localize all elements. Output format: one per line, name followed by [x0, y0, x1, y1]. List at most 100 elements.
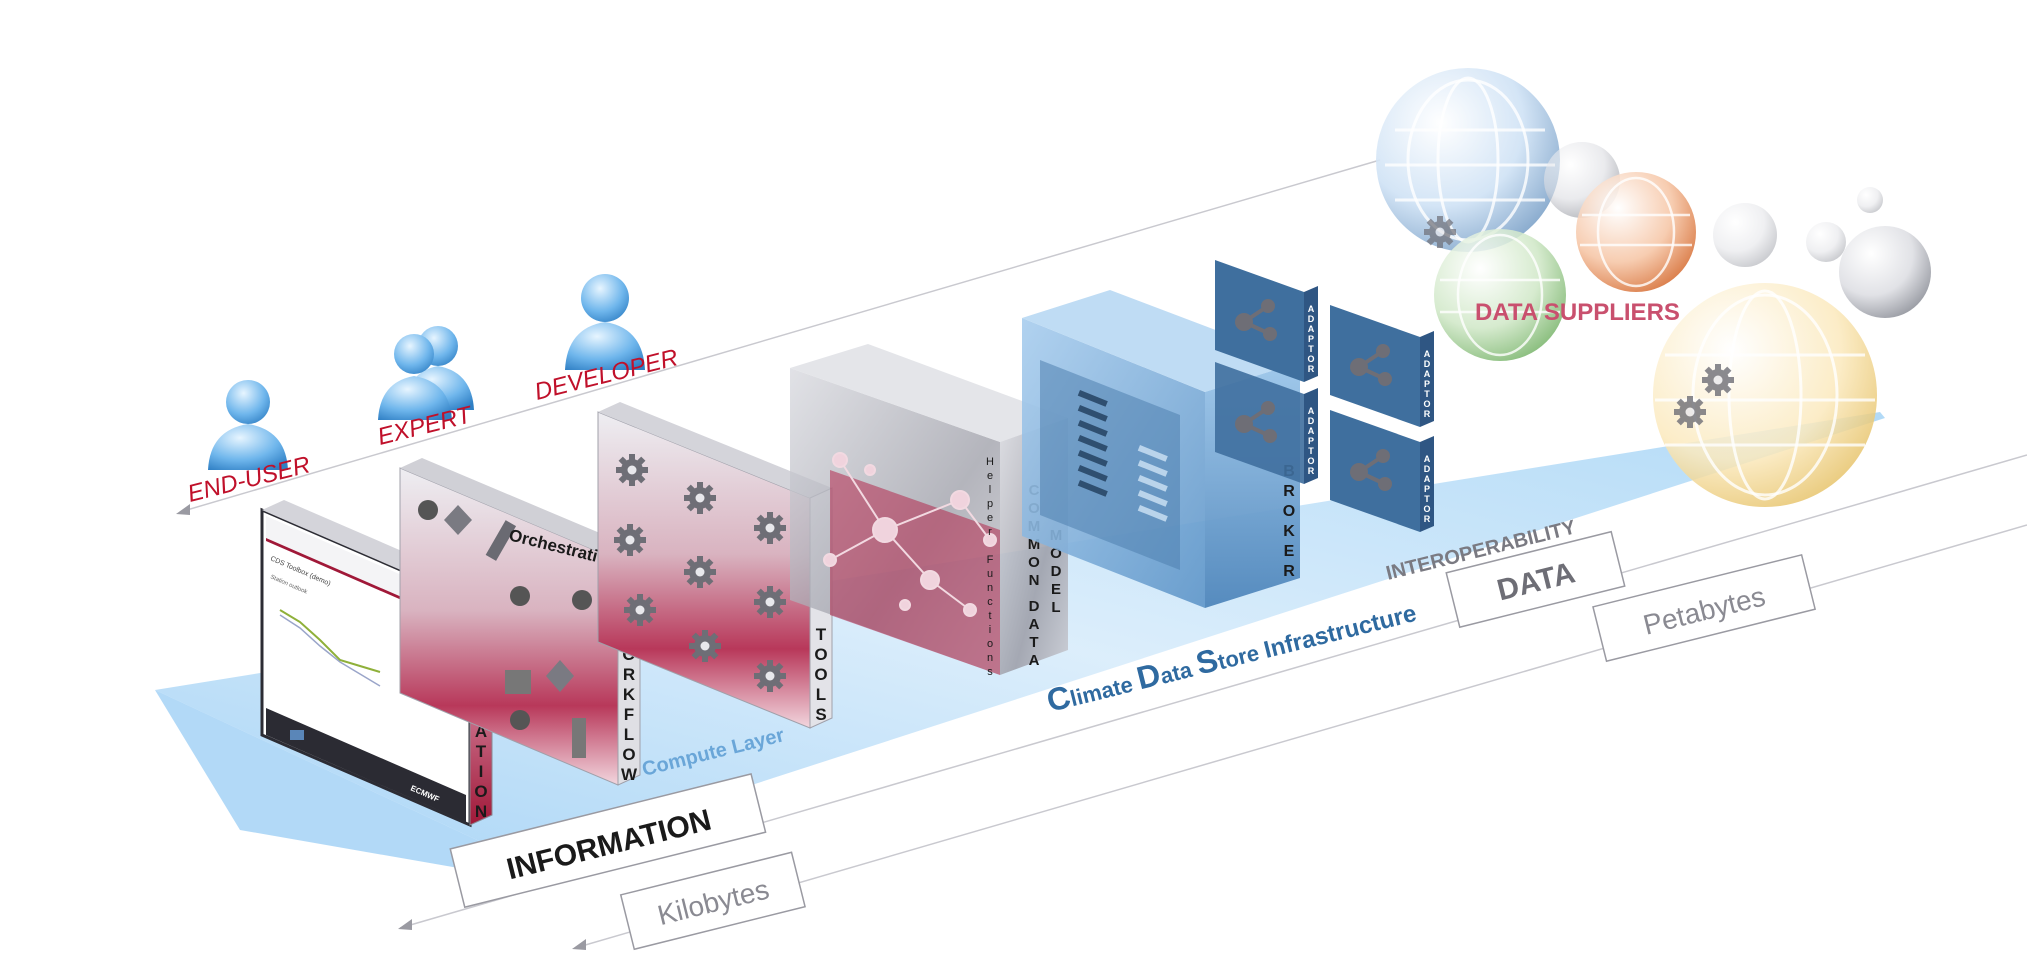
- adaptor-vertical-label: A D A P T O R: [1423, 349, 1430, 419]
- svg-text:I: I: [479, 762, 484, 781]
- svg-text:T: T: [1424, 389, 1430, 399]
- svg-text:L: L: [816, 685, 826, 704]
- svg-text:K: K: [623, 685, 636, 704]
- svg-text:t: t: [988, 610, 991, 622]
- svg-text:A: A: [1029, 616, 1040, 633]
- process-box-icon: [572, 718, 586, 758]
- bubble-small: [1713, 203, 1777, 267]
- gear-icon: [684, 556, 716, 588]
- film-reel-icon: [418, 500, 438, 520]
- film-reel-icon: [510, 710, 530, 730]
- data-flow-arrowhead: [155, 690, 520, 870]
- svg-text:W: W: [621, 765, 638, 784]
- tools-vertical-label: T O O L S: [814, 625, 827, 724]
- svg-text:A: A: [1029, 652, 1040, 669]
- film-reel-icon: [572, 590, 592, 610]
- server-panel: [1040, 360, 1180, 570]
- svg-text:i: i: [989, 624, 991, 636]
- svg-text:O: O: [1423, 504, 1430, 514]
- process-box-icon: [505, 670, 531, 694]
- svg-text:L: L: [624, 725, 634, 744]
- svg-text:D: D: [1029, 598, 1040, 615]
- gear-icon: [684, 482, 716, 514]
- svg-text:A: A: [1424, 454, 1431, 464]
- monitor-icon: [290, 730, 304, 740]
- svg-text:O: O: [474, 782, 487, 801]
- kilobytes-box: Kilobytes: [619, 851, 806, 951]
- svg-text:A: A: [1424, 369, 1431, 379]
- svg-text:R: R: [1424, 514, 1431, 524]
- svg-text:p: p: [987, 498, 993, 510]
- svg-text:T: T: [816, 625, 827, 644]
- svg-text:F: F: [624, 705, 634, 724]
- svg-text:R: R: [1283, 563, 1295, 580]
- svg-text:A: A: [1308, 324, 1315, 334]
- svg-text:P: P: [1424, 379, 1430, 389]
- svg-text:T: T: [1308, 344, 1314, 354]
- server-lines-light: [1137, 445, 1168, 522]
- adaptor-vertical-label: A D A P T O R: [1307, 406, 1314, 476]
- gear-icon: [689, 630, 721, 662]
- film-reel-icon: [510, 586, 530, 606]
- svg-text:O: O: [1028, 554, 1040, 571]
- svg-text:P: P: [1308, 436, 1314, 446]
- svg-text:O: O: [1307, 456, 1314, 466]
- expert-figure: [378, 326, 474, 420]
- svg-text:n: n: [987, 652, 993, 664]
- svg-text:O: O: [1307, 354, 1314, 364]
- globe-icon-yellow: [1653, 283, 1877, 507]
- gear-icon: [624, 594, 656, 626]
- globe-icon-orange: [1576, 172, 1696, 292]
- svg-text:u: u: [987, 568, 993, 580]
- gear-icon: [754, 586, 786, 618]
- end-user-figure: [208, 380, 288, 470]
- svg-text:T: T: [1029, 634, 1038, 651]
- adaptor-tile-3: A D A P T O R: [1330, 305, 1434, 427]
- svg-text:D: D: [1424, 359, 1431, 369]
- gear-icon: [754, 512, 786, 544]
- svg-text:T: T: [476, 742, 487, 761]
- broker-layer: B R O K E R: [1022, 290, 1300, 608]
- svg-text:A: A: [1424, 349, 1431, 359]
- globe-icon-green: [1434, 229, 1566, 361]
- adaptor-tile-1: A D A P T O R: [1215, 260, 1318, 382]
- network-graph-icon: [823, 452, 997, 617]
- svg-text:R: R: [1424, 409, 1431, 419]
- svg-text:O: O: [814, 665, 827, 684]
- svg-text:e: e: [987, 470, 993, 482]
- svg-text:D: D: [1308, 314, 1315, 324]
- data-scale-box: DATA: [1445, 530, 1626, 629]
- svg-text:e: e: [987, 512, 993, 524]
- svg-text:c: c: [987, 596, 993, 608]
- svg-text:R: R: [1308, 364, 1315, 374]
- svg-text:F: F: [987, 554, 994, 566]
- svg-text:D: D: [1308, 416, 1315, 426]
- adaptor-tile-2: A D A P T O R: [1215, 362, 1318, 484]
- svg-text:n: n: [987, 582, 993, 594]
- svg-text:r: r: [988, 526, 992, 538]
- svg-text:A: A: [1308, 406, 1315, 416]
- svg-text:P: P: [1424, 484, 1430, 494]
- svg-text:E: E: [1284, 543, 1295, 560]
- svg-text:O: O: [1423, 399, 1430, 409]
- adaptor-tile-4: A D A P T O R: [1330, 410, 1434, 532]
- bubble-small: [1806, 222, 1846, 262]
- svg-text:R: R: [1308, 466, 1315, 476]
- svg-text:R: R: [1283, 483, 1295, 500]
- adaptor-vertical-label: A D A P T O R: [1423, 454, 1430, 524]
- common-data-model-layer: H e l p e r F u n c t i o n s C O M M O …: [790, 344, 1068, 678]
- gear-icon: [754, 660, 786, 692]
- svg-text:E: E: [1051, 581, 1061, 598]
- svg-text:A: A: [1308, 304, 1315, 314]
- data-vertical-label: D A T A: [1029, 598, 1040, 669]
- svg-text:T: T: [1424, 494, 1430, 504]
- svg-text:O: O: [814, 645, 827, 664]
- svg-text:N: N: [475, 802, 487, 821]
- svg-text:L: L: [1051, 599, 1060, 616]
- svg-text:O: O: [1283, 503, 1295, 520]
- svg-text:l: l: [989, 484, 991, 496]
- bubble-grey-dark: [1839, 226, 1931, 318]
- svg-text:S: S: [815, 705, 826, 724]
- svg-text:H: H: [986, 456, 994, 468]
